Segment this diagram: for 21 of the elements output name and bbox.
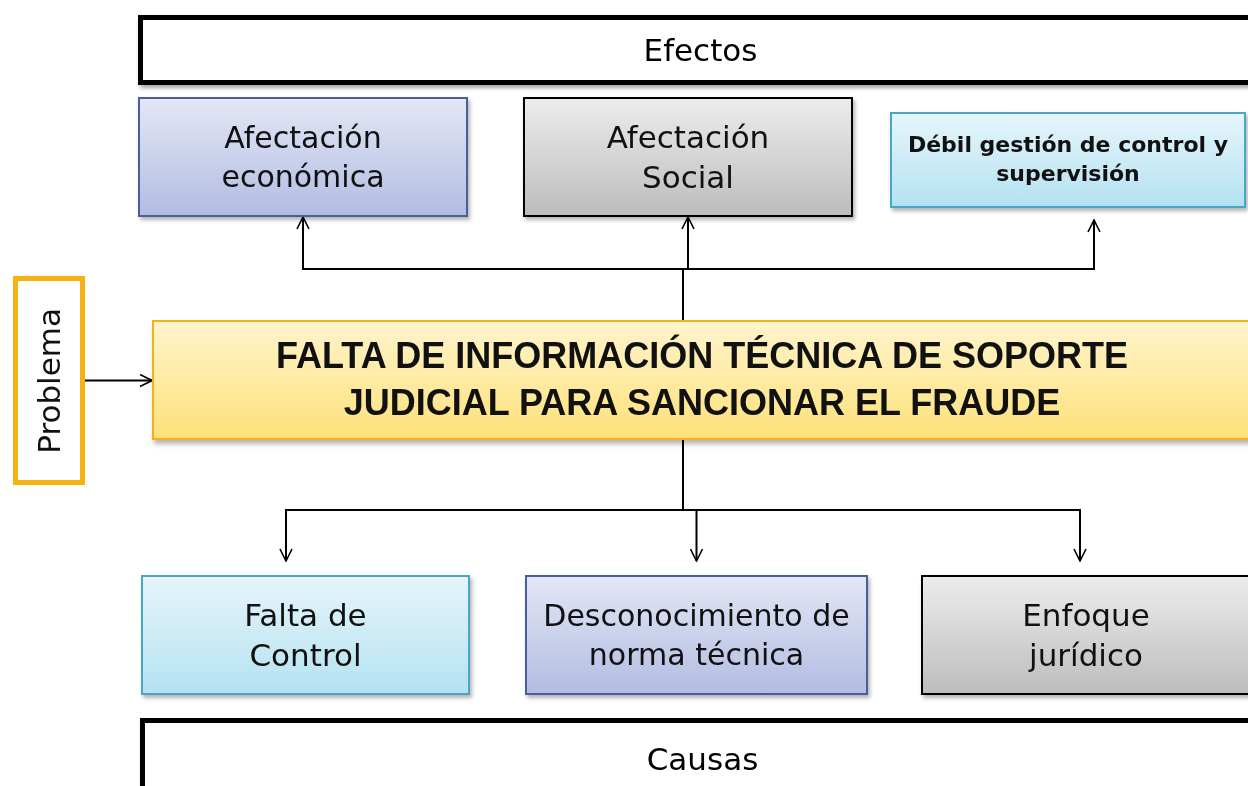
label-box: [13, 276, 85, 485]
box-text: Desconocimiento de norma técnica: [542, 597, 851, 674]
cause-effect-box: [525, 575, 868, 695]
problem-box: [152, 320, 1248, 440]
cause-effect-box: [523, 97, 853, 217]
cause-effect-box: [890, 112, 1246, 208]
section-band: [138, 15, 1248, 85]
section-band: [140, 718, 1248, 786]
box-text: Afectación Social: [605, 117, 771, 197]
box-text: Afectación económica: [220, 119, 386, 196]
cause-effect-box: [141, 575, 470, 695]
box-text: Problema: [29, 307, 68, 454]
box-text: Falta de Control: [243, 595, 368, 675]
box-text: Débil gestión de control y supervisión: [906, 131, 1230, 188]
box-text: Efectos: [643, 30, 758, 70]
arrow: [84, 373, 153, 388]
cause-effect-box: [138, 97, 468, 217]
box-text: Causas: [646, 740, 759, 779]
box-text: FALTA DE INFORMACIÓN TÉCNICA DE SOPORTE JUDICIAL PARA SANCIONAR EL FRAUDE: [275, 333, 1129, 425]
cause-effect-box: [921, 575, 1248, 695]
box-text: Enfoque jurídico: [1021, 595, 1151, 675]
